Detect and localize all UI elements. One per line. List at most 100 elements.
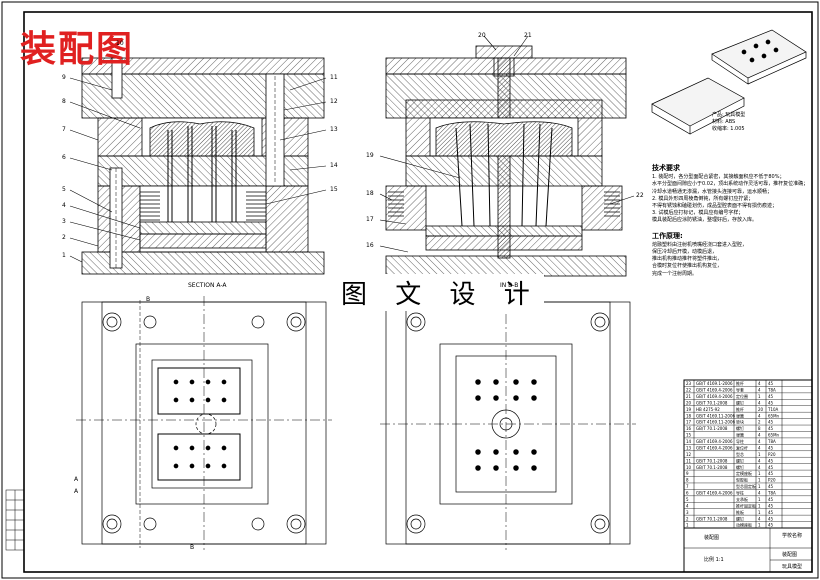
callout-number: 1 bbox=[62, 252, 66, 259]
bom-cell: GB/T 4169.4-2006 bbox=[696, 439, 733, 444]
bom-cell: 3 bbox=[686, 510, 689, 515]
bom-cell: 45 bbox=[768, 510, 774, 515]
bom-cell: 20 bbox=[758, 407, 764, 412]
tech-line: 冷却水道畅通无渗漏，水管接头连接可靠，运水顺畅； bbox=[652, 188, 773, 195]
bom-cell: 11 bbox=[686, 458, 692, 463]
work-line: 完成一个注射周期。 bbox=[652, 270, 698, 277]
bom-cell: 1 bbox=[758, 452, 761, 457]
bom-cell: 5 bbox=[686, 497, 689, 502]
title-drawing: 装配图 bbox=[782, 552, 798, 558]
product-material: 材料: ABS bbox=[712, 119, 736, 125]
bom-cell: 4 bbox=[758, 400, 761, 405]
bom-cell: 支承板 bbox=[736, 496, 748, 502]
bom-cell: 4 bbox=[758, 491, 761, 496]
bom-cell: 弹簧 bbox=[736, 412, 744, 418]
bom-cell: 4 bbox=[758, 516, 761, 521]
bom-cell: 6 bbox=[686, 491, 689, 496]
section-aa-label: SECTION A-A bbox=[188, 282, 227, 289]
bom-cell: 23 bbox=[686, 381, 692, 386]
bom-cell: 15 bbox=[686, 433, 692, 438]
bom-cell: 垫块 bbox=[736, 419, 744, 425]
inner-frame bbox=[23, 11, 813, 573]
bom-cell: 4 bbox=[758, 433, 761, 438]
section-marker: A bbox=[74, 488, 79, 495]
bom-cell: 2 bbox=[758, 420, 761, 425]
bom-cell: 45 bbox=[768, 394, 774, 399]
bom-cell: 导柱 bbox=[736, 438, 744, 444]
bom-cell: 螺钉 bbox=[736, 464, 744, 470]
bom-cell: P20 bbox=[768, 452, 776, 457]
bom-cell: 4 bbox=[758, 445, 761, 450]
callout-number: 21 bbox=[524, 32, 532, 39]
bom-cell: 2 bbox=[686, 516, 689, 521]
product-shrink: 收缩率: 1.005 bbox=[712, 126, 745, 132]
bom-cell: 45 bbox=[768, 400, 774, 405]
bom-cell: GB/T 70.1-2008 bbox=[696, 465, 728, 470]
bom-cell: 45 bbox=[768, 465, 774, 470]
bom-cell: 螺钉 bbox=[736, 425, 744, 431]
bom-cell: GB/T 70.1-2008 bbox=[696, 458, 728, 463]
bom-cell: GB/T 70.1-2008 bbox=[696, 400, 728, 405]
bom-cell: GB/T 4169.11-2006 bbox=[696, 413, 736, 418]
bom-cell: GB/T 4169.11-2006 bbox=[696, 420, 736, 425]
bom-cell: 1 bbox=[758, 510, 761, 515]
callout-number: 17 bbox=[366, 216, 374, 223]
plan-view-left bbox=[76, 296, 332, 550]
callout-number: 4 bbox=[62, 202, 66, 209]
bom-cell: 4 bbox=[758, 388, 761, 393]
tech-line: 2. 模具外形四周棱角倒钝，所有螺钉应拧紧； bbox=[652, 195, 754, 202]
bom-cell: 推杆 bbox=[736, 406, 744, 412]
bom-cell: 9 bbox=[686, 471, 689, 476]
bom-cell: 1 bbox=[758, 471, 761, 476]
tech-line: 不得有锈蚀和磕碰划伤，成品型腔表面不得有损伤痕迹； bbox=[652, 203, 778, 210]
callout-number: 6 bbox=[62, 154, 66, 161]
bom-cell: 17 bbox=[686, 420, 692, 425]
bom-cell: GB/T 4169.4-2006 bbox=[696, 491, 733, 496]
bom-cell: 13 bbox=[686, 445, 692, 450]
bom-cell: 1 bbox=[758, 497, 761, 502]
bom-cell: 导柱 bbox=[736, 490, 744, 496]
callout-number: 2 bbox=[62, 234, 66, 241]
title-product: 玩具模型 bbox=[782, 564, 803, 570]
bom-cell: 14 bbox=[686, 439, 692, 444]
bom-cell: GB/T 70.1-2008 bbox=[696, 426, 728, 431]
bom-cell: P20 bbox=[768, 478, 776, 483]
section-bb bbox=[385, 45, 627, 277]
section-bb-label: IN B-B bbox=[500, 282, 519, 289]
callout-number: 14 bbox=[330, 162, 338, 169]
callout-number: 3 bbox=[62, 218, 66, 225]
callout-number: 20 bbox=[478, 32, 486, 39]
section-aa bbox=[81, 57, 325, 275]
bom-cell: T8A bbox=[767, 439, 776, 444]
bom-cell: 8 bbox=[758, 426, 761, 431]
bom-cell: 45 bbox=[768, 426, 774, 431]
callout-number: 8 bbox=[62, 98, 66, 105]
product-sketch bbox=[651, 29, 807, 135]
bom-cell: GB/T 4169.4-2006 bbox=[696, 388, 733, 393]
bom-cell: GB/T 4169.4-2006 bbox=[696, 394, 733, 399]
bom-cell: 22 bbox=[686, 388, 692, 393]
callout-number: 7 bbox=[62, 126, 66, 133]
bom-cell: 20 bbox=[686, 400, 692, 405]
callout-lines-right bbox=[379, 35, 635, 253]
callout-number: 10 bbox=[116, 40, 124, 47]
bom-cell: 定模座板 bbox=[736, 470, 752, 476]
bom-cell: HB 4275-92 bbox=[696, 407, 720, 412]
bom-cell: 动模座板 bbox=[736, 522, 752, 528]
callout-number: 5 bbox=[62, 186, 66, 193]
bom-table bbox=[683, 379, 813, 573]
bom-cell: 12 bbox=[686, 452, 692, 457]
bom-cell: 8 bbox=[686, 478, 689, 483]
section-marker: A bbox=[74, 476, 79, 483]
bom-cell: 1 bbox=[758, 523, 761, 528]
overlay-title: 图 文 设 计 bbox=[337, 274, 544, 311]
bom-cell: 45 bbox=[768, 458, 774, 463]
bom-cell: GB/T 4169.1-2006 bbox=[696, 381, 733, 386]
bom-cell: 4 bbox=[758, 381, 761, 386]
bom-cell: 型芯固定板 bbox=[736, 483, 756, 489]
bom-cell: 4 bbox=[758, 458, 761, 463]
bom-cell: 7 bbox=[686, 484, 689, 489]
tech-line: 模具装配后应涂防锈油，整理好后，存放入库。 bbox=[652, 217, 758, 224]
bom-cell: 45 bbox=[768, 484, 774, 489]
